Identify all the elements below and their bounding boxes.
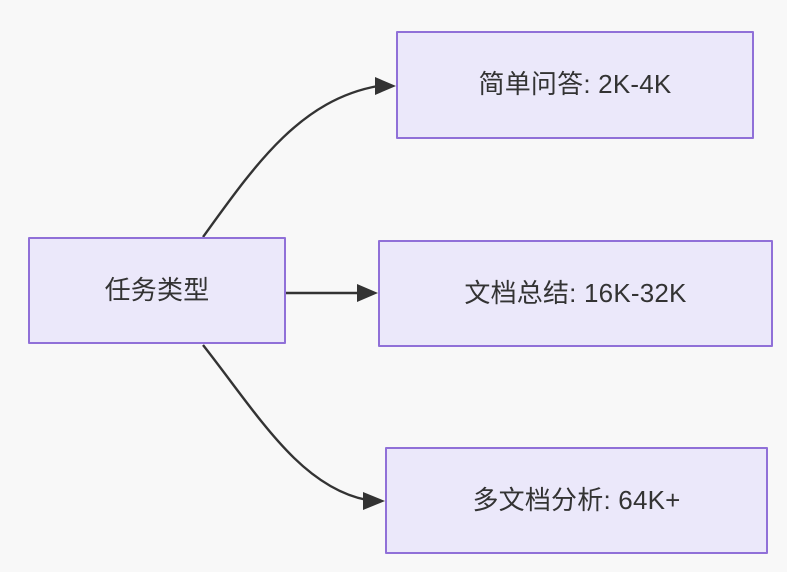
edge-root-to-multi-doc-path	[202, 344, 368, 502]
node-multi-doc[interactable]: 多文档分析: 64K+	[385, 447, 768, 554]
node-doc-summary[interactable]: 文档总结: 16K-32K	[378, 240, 773, 347]
edge-root-to-doc-summary	[286, 284, 378, 302]
node-root-label: 任务类型	[104, 274, 210, 305]
edge-root-to-simple-qa	[202, 77, 396, 238]
edge-root-to-multi-doc-arrowhead	[363, 492, 385, 510]
edge-root-to-simple-qa-arrowhead	[375, 77, 396, 95]
node-root[interactable]: 任务类型	[28, 237, 286, 344]
node-doc-summary-label: 文档总结: 16K-32K	[464, 277, 687, 308]
edge-root-to-simple-qa-path	[202, 84, 379, 238]
node-simple-qa[interactable]: 简单问答: 2K-4K	[396, 31, 754, 139]
edge-root-to-doc-summary-arrowhead	[357, 284, 378, 302]
node-simple-qa-label: 简单问答: 2K-4K	[478, 69, 672, 100]
edge-root-to-multi-doc	[202, 344, 385, 510]
node-multi-doc-label: 多文档分析: 64K+	[472, 484, 681, 515]
